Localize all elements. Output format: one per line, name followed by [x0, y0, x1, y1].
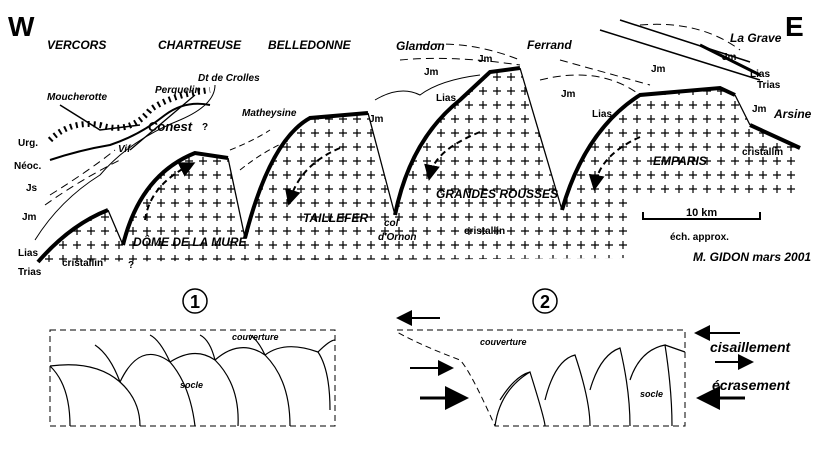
question-mark-2: ?	[202, 122, 208, 133]
label-moucherotte: Moucherotte	[47, 92, 107, 103]
question-mark-1: ?	[128, 260, 134, 271]
label-lias-1: Lias	[436, 93, 456, 104]
label-vif: Vif	[118, 144, 132, 155]
region-chartreuse: CHARTREUSE	[158, 38, 242, 52]
region-vercors: VERCORS	[47, 38, 106, 52]
schema2-crush: écrasement	[712, 377, 791, 393]
schema1-blocks	[49, 334, 336, 427]
schema2-cover: couverture	[480, 337, 527, 347]
region-labels: VERCORS CHARTREUSE BELLEDONNE Glandon Fe…	[47, 31, 782, 53]
label-cristallin-east: cristallin	[742, 147, 783, 158]
label-trias: Trias	[757, 80, 781, 91]
stratum-urg: Urg.	[18, 138, 38, 149]
label-cristallin-center: cristallin	[464, 226, 505, 237]
west-label: W	[8, 11, 35, 42]
schema1-basement: socle	[180, 380, 203, 390]
crystalline-basement	[40, 68, 800, 262]
label-jm-3: Jm	[424, 67, 439, 78]
stratum-jm: Jm	[22, 212, 37, 223]
region-la-grave: La Grave	[730, 31, 782, 45]
label-conest: Conest	[148, 119, 193, 134]
massif-grandes-rousses: GRANDES ROUSSES	[436, 187, 558, 201]
schema2-number: 2	[540, 292, 550, 312]
schema1-cover: couverture	[232, 332, 279, 342]
massif-dome-la-mure: DÔME DE LA MURE	[133, 234, 248, 249]
label-lias-3: Lias	[750, 69, 770, 80]
stratum-js: Js	[26, 183, 38, 194]
massif-emparis: EMPARIS	[653, 154, 707, 168]
uplift-arrows	[144, 131, 641, 221]
label-col: col	[384, 218, 399, 229]
massif-taillefer: TAILLEFER	[303, 211, 368, 225]
schema2-arrows	[396, 310, 754, 410]
label-jm-2: Jm	[478, 54, 493, 65]
label-jm-7: Jm	[752, 104, 767, 115]
schema2-basement: socle	[640, 389, 663, 399]
region-glandon: Glandon	[396, 39, 445, 53]
stratum-lias: Lias	[18, 248, 38, 259]
schema1-number-circle	[182, 288, 208, 314]
stratum-neoc: Néoc.	[14, 161, 41, 172]
label-dent-crolles: Dt de Crolles	[198, 73, 260, 84]
schema1-number: 1	[190, 292, 200, 312]
label-matheysine: Matheysine	[242, 108, 297, 119]
scale-length: 10 km	[686, 207, 717, 219]
label-jm-1: Jm	[369, 114, 384, 125]
schema1-box	[49, 329, 336, 427]
schema2-shear: cisaillement	[710, 339, 791, 355]
label-arsine: Arsine	[773, 107, 812, 121]
scale-note: éch. approx.	[670, 232, 729, 243]
label-lias-2: Lias	[592, 109, 612, 120]
east-label: E	[785, 11, 804, 42]
label-jm-6: Jm	[722, 52, 737, 63]
basement-contacts	[34, 19, 801, 264]
region-belledonne: BELLEDONNE	[268, 38, 352, 52]
label-ornon: d'Ornon	[378, 232, 416, 243]
stratum-trias: Trias	[18, 267, 42, 278]
label-perquelin: Perquelin	[155, 85, 201, 96]
label-jm-4: Jm	[561, 89, 576, 100]
schema2-number-circle	[532, 288, 558, 314]
label-jm-5: Jm	[651, 64, 666, 75]
scale-bar	[642, 212, 761, 220]
schema2-outline	[396, 329, 686, 427]
region-ferrand: Ferrand	[527, 38, 572, 52]
credit: M. GIDON mars 2001	[693, 250, 811, 264]
label-cristallin-west: cristallin	[62, 258, 103, 269]
